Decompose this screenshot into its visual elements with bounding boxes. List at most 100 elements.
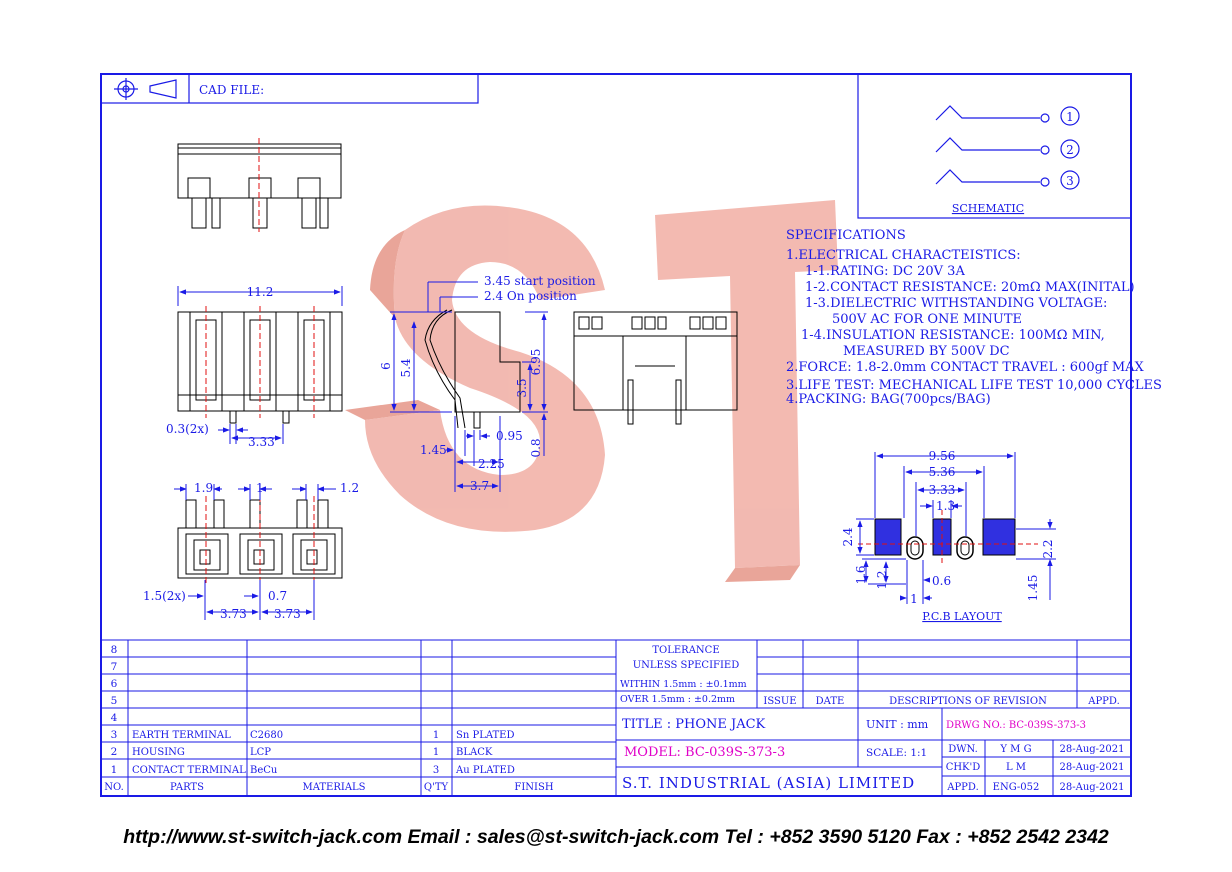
rev-date: DATE <box>816 696 845 707</box>
bom-row-no: 7 <box>111 661 118 673</box>
title-block-grid <box>616 639 1131 796</box>
dim-h35: 3.5 <box>515 378 529 397</box>
bottom-dims <box>174 484 336 620</box>
dim-pcb-956: 9.56 <box>929 449 956 463</box>
bom-finish: BLACK <box>456 747 493 758</box>
bottom-view-drawing <box>177 499 343 579</box>
tolerance-block: TOLERANCE UNLESS SPECIFIED WITHIN 1.5mm … <box>620 645 1120 707</box>
dim-pcb-333: 3.33 <box>929 483 956 497</box>
bom-part: HOUSING <box>132 747 185 758</box>
front-dims <box>177 286 343 444</box>
specifications-block: SPECIFICATIONS 1.ELECTRICAL CHARACTEISTI… <box>786 228 1162 407</box>
dim-d12: 1.2 <box>340 481 359 495</box>
center-lines <box>205 496 315 584</box>
tolerance-subtitle: UNLESS SPECIFIED <box>633 660 740 671</box>
dwn-value: Y M G <box>999 744 1031 755</box>
dim-on-position: 2.4 On position <box>484 289 577 303</box>
dim-w095: 0.95 <box>496 429 523 443</box>
bom-header-parts: PARTS <box>170 782 204 793</box>
dim-pcb-12: 1.2 <box>875 570 889 589</box>
spec-line: 500V AC FOR ONE MINUTE <box>832 312 1022 327</box>
bom-row-no: 1 <box>111 764 118 776</box>
spec-line: 1.ELECTRICAL CHARACTEISTICS: <box>786 248 1021 263</box>
dim-width: 11.2 <box>247 285 274 299</box>
dim-h54: 5.4 <box>399 358 413 377</box>
bom-table <box>101 639 617 796</box>
bom-header-finish: FINISH <box>514 782 553 793</box>
dim-h6: 6 <box>379 362 393 370</box>
dim-pin-width: 0.3(2x) <box>166 422 209 436</box>
pcb-layout-label: P.C.B LAYOUT <box>922 610 1002 623</box>
bom-material: BeCu <box>250 765 278 776</box>
pcb-center-line <box>858 510 1038 566</box>
rev-appd: APPD. <box>1087 696 1120 707</box>
bom-row-numbers: 8 7 6 5 4 3 2 1 <box>111 644 118 776</box>
spec-line: 1-4.INSULATION RESISTANCE: 100MΩ MIN, <box>801 328 1105 343</box>
appd-value: ENG-052 <box>993 782 1040 793</box>
bom-row-no: 6 <box>111 678 118 690</box>
dwn-label: DWN. <box>948 744 978 755</box>
pcb-layout-drawing <box>874 518 1016 560</box>
schematic-pin-1: 1 <box>1066 110 1074 124</box>
dwn-date: 28-Aug-2021 <box>1060 744 1125 755</box>
dim-d1: 1 <box>256 481 264 495</box>
side-dims <box>390 281 548 492</box>
bom-qty: 1 <box>433 730 439 741</box>
schematic-pin-3: 3 <box>1066 174 1074 188</box>
side-view-drawing <box>424 309 521 429</box>
approval-block: DWN. Y M G 28-Aug-2021 CHK'D L M 28-Aug-… <box>946 744 1125 793</box>
dim-d373a: 3.73 <box>220 607 247 621</box>
dim-pcb-1: 1 <box>910 592 918 606</box>
spec-line: 4.PACKING: BAG(700pcs/BAG) <box>786 392 991 407</box>
bom-material: C2680 <box>250 730 283 741</box>
rev-issue: ISSUE <box>763 696 796 707</box>
tolerance-title: TOLERANCE <box>652 645 719 656</box>
schematic-symbol <box>935 105 1080 190</box>
bom-header-materials: MATERIALS <box>302 782 365 793</box>
schematic-box <box>857 73 1132 219</box>
bom-header-no: NO. <box>104 782 124 793</box>
dim-pcb-22: 2.2 <box>1041 539 1055 558</box>
center-lines <box>205 306 315 418</box>
dim-h08: 0.8 <box>529 438 543 457</box>
bom-material: LCP <box>250 747 271 758</box>
spec-title: SPECIFICATIONS <box>786 228 906 243</box>
appd-date: 28-Aug-2021 <box>1060 782 1125 793</box>
rear-view-drawing <box>573 311 738 425</box>
drawing-title: TITLE : PHONE JACK <box>622 717 766 732</box>
dim-w37: 3.7 <box>470 479 489 493</box>
chkd-value: L M <box>1006 762 1026 773</box>
scale-label: SCALE: 1:1 <box>866 747 927 759</box>
bom-row-no: 8 <box>111 644 118 656</box>
dim-d373b: 3.73 <box>274 607 301 621</box>
cad-header <box>100 73 479 104</box>
dim-pcb-13: 1.3 <box>936 499 955 513</box>
dim-w225: 2.25 <box>478 457 505 471</box>
schematic-label: SCHEMATIC <box>952 202 1024 215</box>
spec-line: 1-1.RATING: DC 20V 3A <box>805 264 965 279</box>
drawing-number: DRWG NO.: BC-039S-373-3 <box>946 720 1086 731</box>
bom-part: CONTACT TERMINAL <box>132 765 246 776</box>
cad-file-label: CAD FILE: <box>199 83 264 97</box>
appd-label: APPD. <box>946 782 979 793</box>
bom-finish: Au PLATED <box>455 765 515 776</box>
chkd-date: 28-Aug-2021 <box>1060 762 1125 773</box>
spec-line: 3.LIFE TEST: MECHANICAL LIFE TEST 10,000… <box>786 378 1162 393</box>
dim-d15: 1.5(2x) <box>143 589 186 603</box>
spec-line: 1-3.DIELECTRIC WITHSTANDING VOLTAGE: <box>805 296 1107 311</box>
watermark-logo <box>345 200 838 582</box>
dim-d19: 1.9 <box>194 481 213 495</box>
bom-row-no: 2 <box>111 746 118 758</box>
tolerance-within: WITHIN 1.5mm : ±0.1mm <box>620 679 747 690</box>
bom-header-qty: Q'TY <box>424 782 449 793</box>
schematic-pin-2: 2 <box>1066 143 1074 157</box>
bom-row-no: 5 <box>111 695 118 707</box>
contact-footer: http://www.st-switch-jack.com Email : sa… <box>123 826 1109 848</box>
dim-h695: 6.95 <box>529 349 543 376</box>
unit-label: UNIT : mm <box>866 718 929 731</box>
tolerance-over: OVER 1.5mm : ±0.2mm <box>620 694 735 705</box>
pcb-dims <box>856 452 1056 604</box>
dim-pcb-06: 0.6 <box>932 574 951 588</box>
